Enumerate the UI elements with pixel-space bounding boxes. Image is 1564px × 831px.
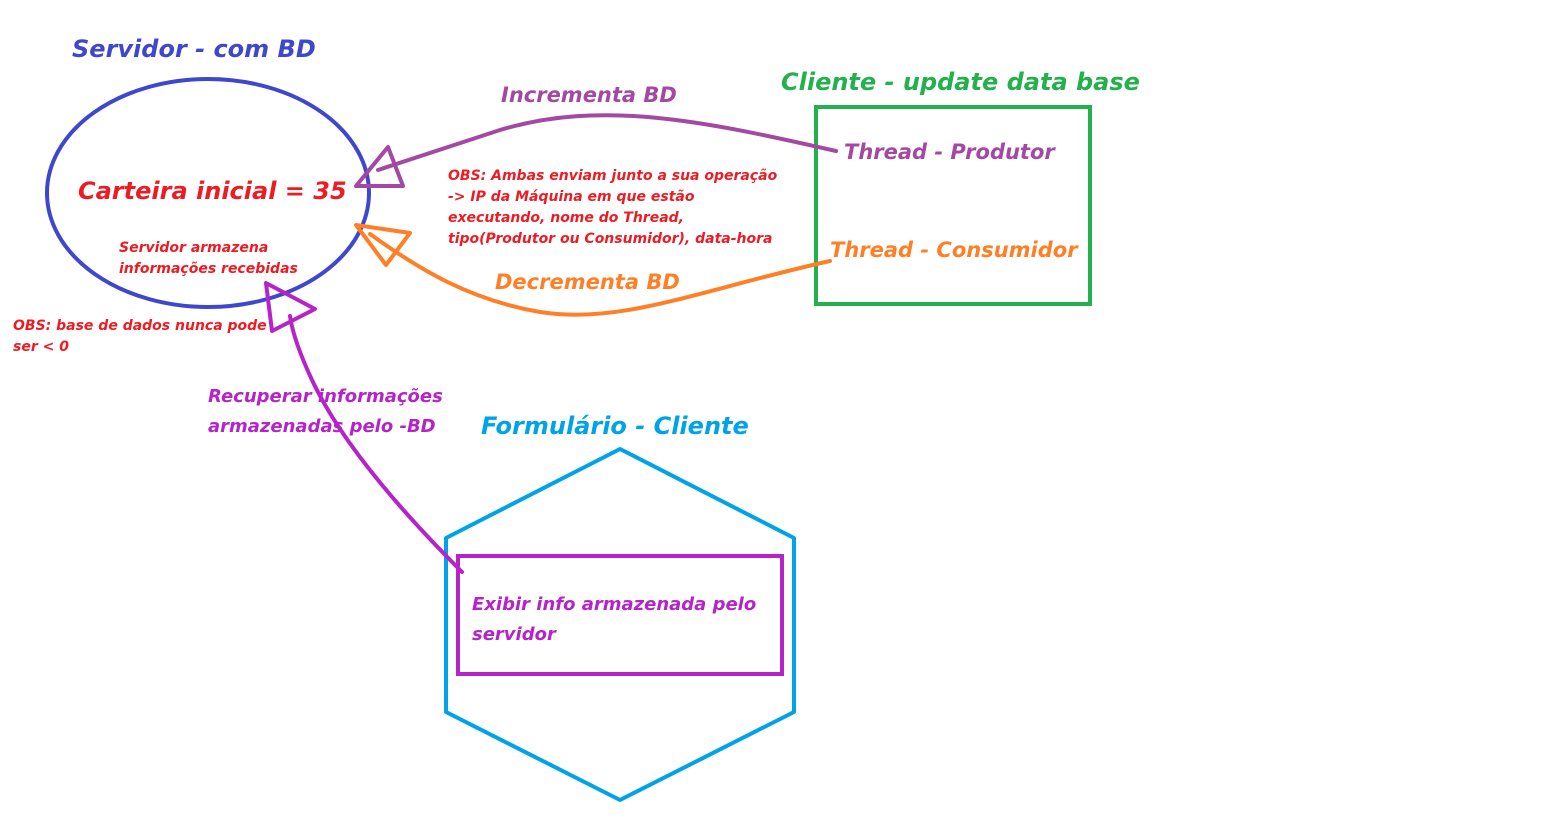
- obs-both-line3: executando, nome do Thread,: [448, 210, 684, 226]
- retrieve-arrow-line: [288, 314, 464, 574]
- client-title: Cliente - update data base: [781, 68, 1140, 96]
- form-title: Formulário - Cliente: [481, 412, 749, 440]
- wallet-label: Carteira inicial = 35: [78, 177, 347, 205]
- obs-both-line2: -> IP da Máquina em que estão: [448, 189, 695, 205]
- db-constraint-note-line2: ser < 0: [13, 339, 69, 355]
- display-label-line1: Exibir info armazenada pelo: [472, 594, 757, 615]
- display-box: [456, 554, 784, 676]
- form-hexagon: [444, 447, 796, 802]
- retrieve-label-line1: Recuperar informações: [208, 386, 443, 407]
- obs-both-line1: OBS: Ambas enviam junto a sua operação: [448, 168, 778, 184]
- server-store-note-line1: Servidor armazena: [119, 240, 269, 256]
- increment-label: Incrementa BD: [501, 83, 677, 107]
- producer-thread-label: Thread - Produtor: [844, 140, 1055, 164]
- decrement-arrow-line: [368, 232, 832, 317]
- increment-arrow-head: [354, 145, 405, 188]
- decrement-arrow-head: [354, 223, 412, 267]
- increment-arrow-line: [376, 113, 838, 172]
- decrement-label: Decrementa BD: [495, 270, 680, 294]
- consumer-thread-label: Thread - Consumidor: [830, 238, 1078, 262]
- display-label-line2: servidor: [472, 624, 556, 645]
- retrieve-label-line2: armazenadas pelo -BD: [208, 416, 436, 437]
- db-constraint-note-line1: OBS: base de dados nunca pode: [13, 318, 267, 334]
- client-box: [814, 105, 1092, 306]
- server-store-note-line2: informações recebidas: [119, 261, 298, 277]
- server-ellipse: [45, 77, 371, 309]
- retrieve-arrow-head: [264, 281, 317, 333]
- obs-both-line4: tipo(Produtor ou Consumidor), data-hora: [448, 231, 773, 247]
- server-title: Servidor - com BD: [72, 35, 316, 63]
